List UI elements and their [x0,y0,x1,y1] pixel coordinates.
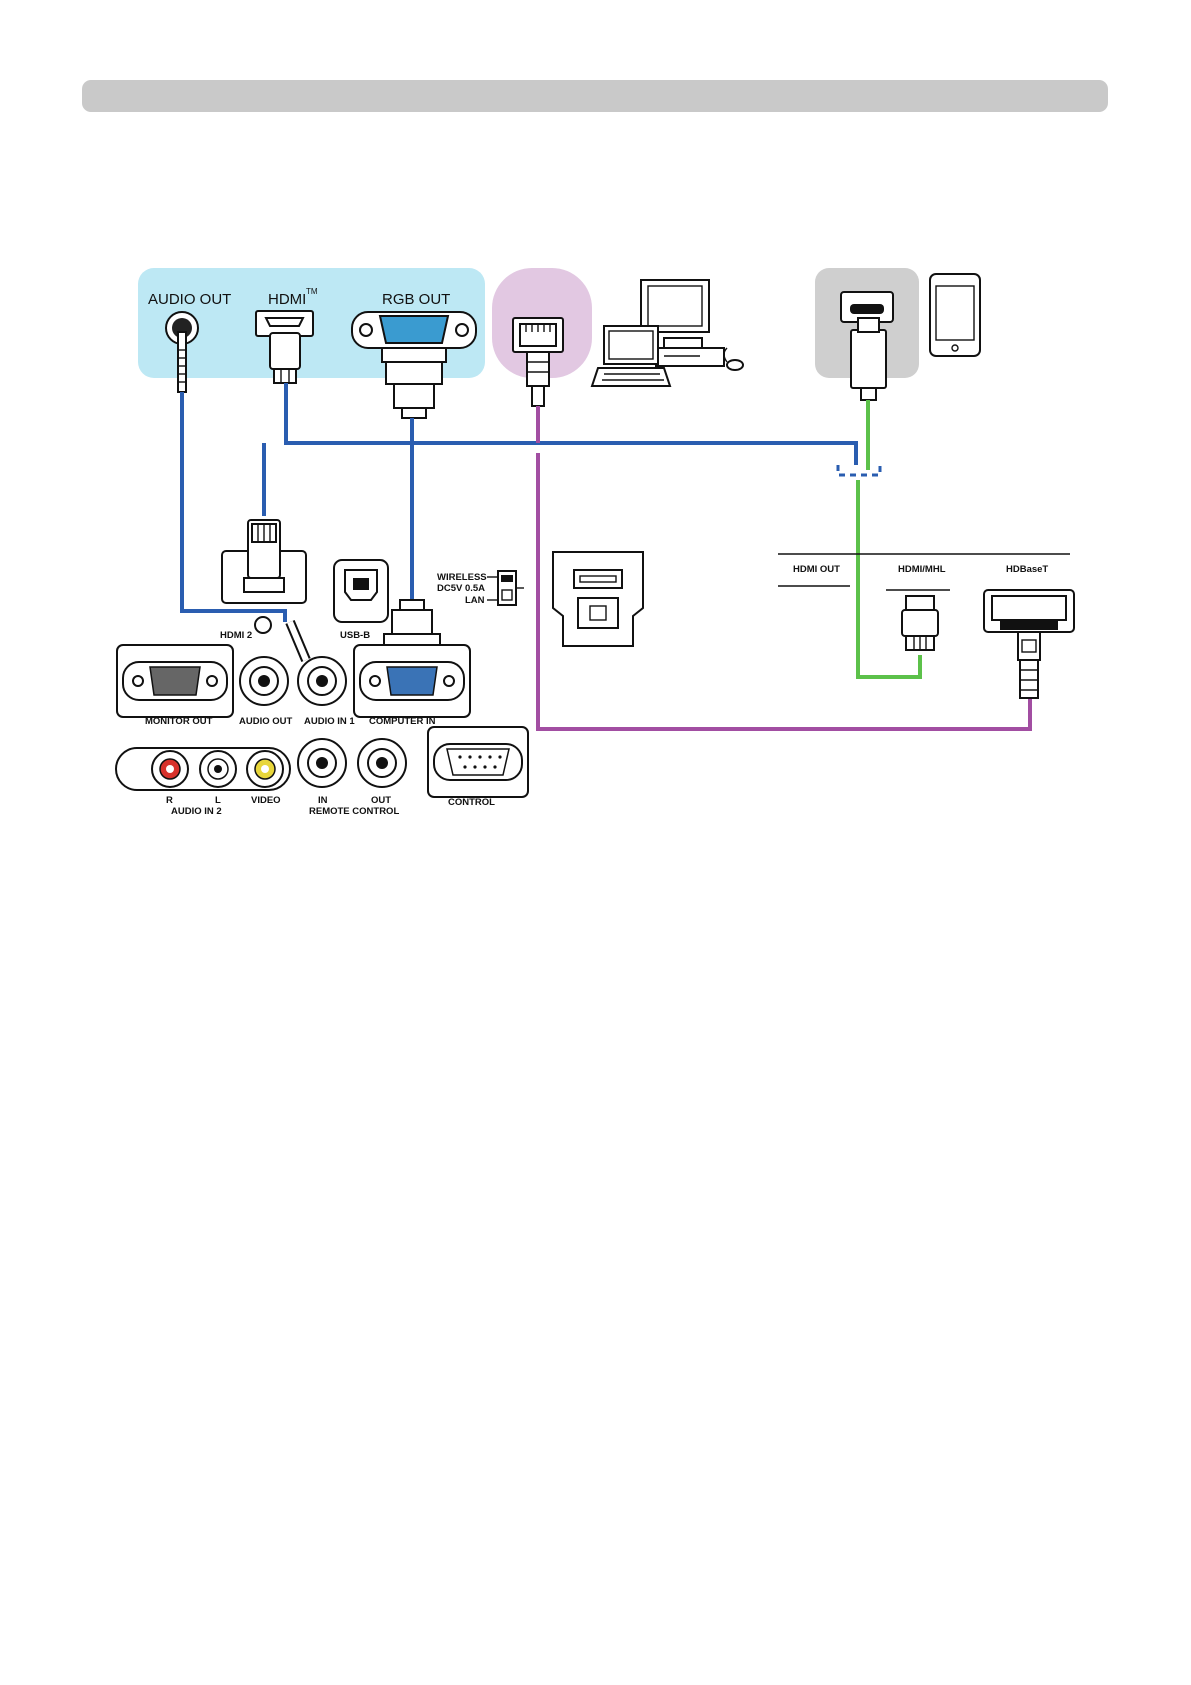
label-hdmi2: HDMI 2 [220,630,252,641]
label-audio-out-projector: AUDIO OUT [239,716,293,727]
hdbaset-port-icon [984,590,1074,698]
label-r: R [166,795,173,806]
label-control: CONTROL [448,797,495,808]
projector-hdmi2-port-icon [222,520,306,633]
audio-in1-plug-icon [290,622,306,660]
label-computer-in: COMPUTER IN [369,716,436,727]
remote-control-ports-icon [298,739,406,787]
audio-in1-port-icon [298,657,346,705]
projector-audio-out-port-icon [240,657,288,705]
label-remote-control: REMOTE CONTROL [309,806,399,817]
label-remote-in: IN [318,795,328,806]
label-remote-out: OUT [371,795,391,806]
audio-in2-video-port-group-icon [116,748,290,790]
wireless-lan-port-icon [487,571,524,605]
label-l: L [215,795,221,806]
label-audio-in2: AUDIO IN 2 [171,806,222,817]
usb-b-port-icon [334,560,388,622]
label-audio-in1: AUDIO IN 1 [304,716,355,727]
hdmi-bus-dashed-junction [838,465,880,475]
label-dc5v: DC5V 0.5A [437,583,485,594]
label-hdmi-out: HDMI OUT [793,564,840,575]
label-hdbaset: HDBaseT [1006,564,1048,575]
label-hdmi-mhl: HDMI/MHL [898,564,946,575]
projector-lan-port-icon [553,552,643,646]
label-monitor-out: MONITOR OUT [145,716,213,727]
label-lan: LAN [465,595,485,606]
computer-in-port-icon [354,645,470,717]
label-wireless: WIRELESS [437,572,487,583]
label-hdmi-tm: TM [306,287,318,296]
label-video: VIDEO [251,795,281,806]
label-hdmi: HDMI [268,291,306,308]
laptop-and-desktop-computer-icon [592,280,743,386]
label-rgb-out: RGB OUT [382,291,450,308]
label-usb-b: USB-B [340,630,370,641]
smartphone-icon [930,274,980,356]
monitor-out-port-icon [117,645,233,717]
label-audio-out: AUDIO OUT [148,291,231,308]
hdmi-mhl-plug-icon [902,596,938,650]
control-serial-port-icon [428,727,528,797]
